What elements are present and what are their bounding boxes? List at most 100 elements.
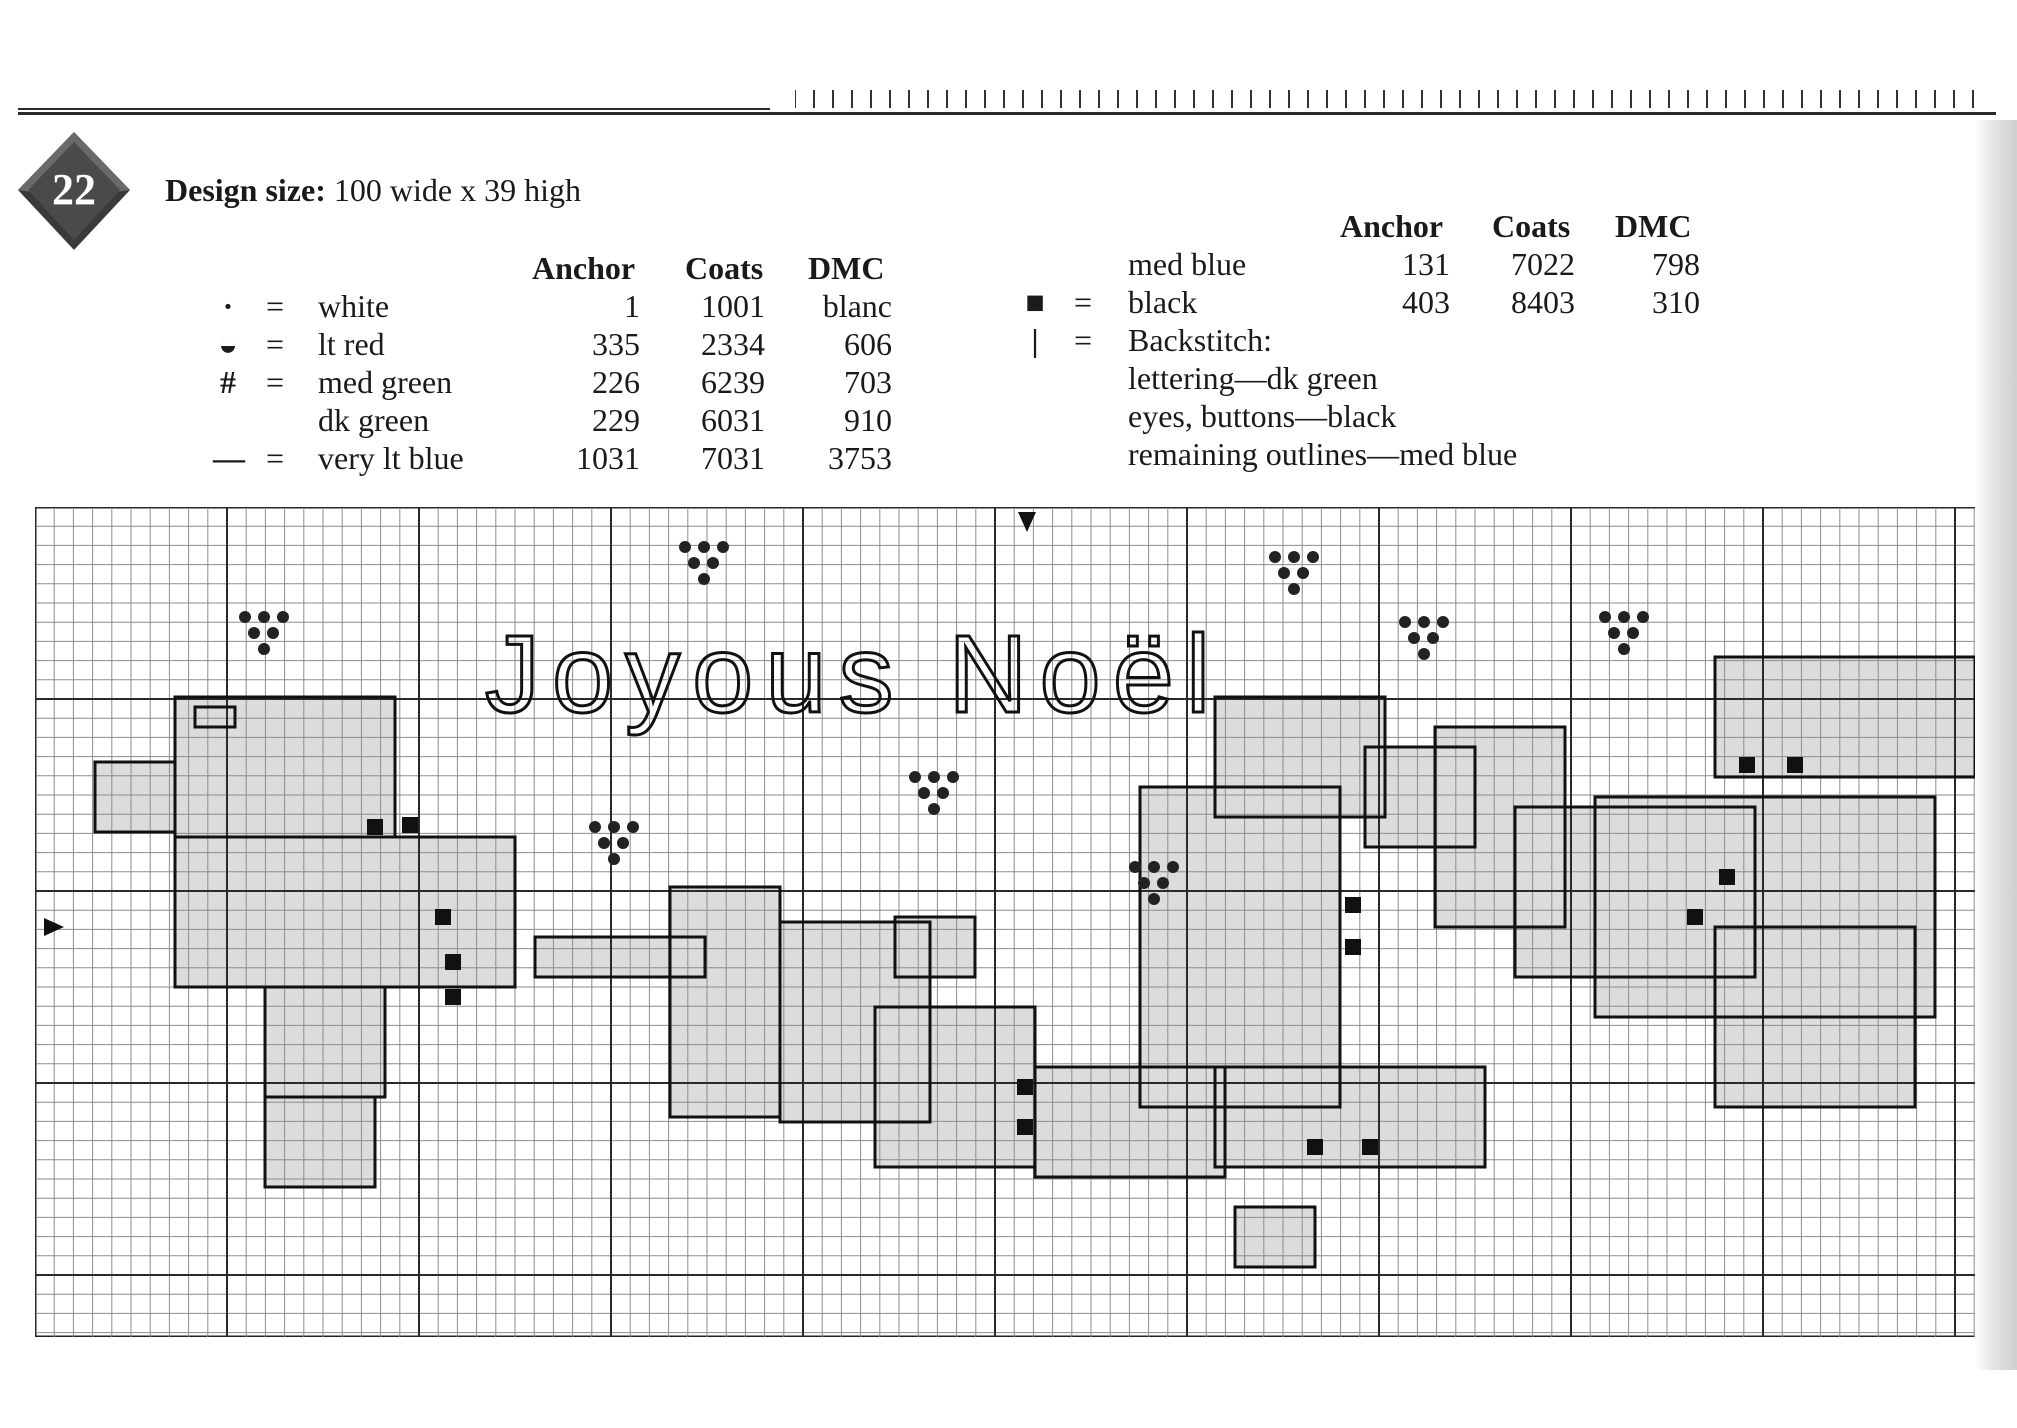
heart-stitch	[277, 611, 289, 623]
heart-stitch	[1618, 643, 1630, 655]
heart-stitch	[617, 837, 629, 849]
legend-anchor-number: 1031	[576, 440, 640, 476]
legend-dmc-number: 606	[844, 326, 892, 362]
heart-stitch	[1637, 611, 1649, 623]
legend-equals: =	[266, 326, 285, 362]
heart-stitch	[1148, 893, 1160, 905]
badge-number: 22	[52, 165, 96, 214]
motif-outline	[1233, 1205, 1317, 1269]
motif-fill	[265, 1097, 375, 1187]
heart-stitch	[239, 611, 251, 623]
heart-stitch	[608, 821, 620, 833]
black-stitch	[445, 989, 461, 1005]
motif-outline	[1138, 785, 1342, 1109]
center-marker-left-icon	[44, 918, 64, 936]
pattern-number-badge: 22	[18, 132, 130, 250]
header-coats-right: Coats	[1492, 208, 1571, 244]
legend-anchor-number: 1	[624, 288, 640, 324]
cross-stitch-chart: Joyous Noël	[35, 507, 1985, 1337]
motif-outline	[193, 705, 237, 729]
lettering-backstitch: Joyous Noël	[485, 613, 1222, 736]
legend-dmc-number: 798	[1652, 246, 1700, 282]
legend-anchor-number: 335	[592, 326, 640, 362]
heart-stitch	[1618, 611, 1630, 623]
legend-symbol: —	[213, 440, 245, 476]
header-anchor-right: Anchor	[1340, 208, 1444, 244]
legend-dmc-number: 310	[1652, 284, 1700, 320]
black-stitch	[367, 819, 383, 835]
motif-outline	[1363, 745, 1477, 849]
legend-dmc-number: 703	[844, 364, 892, 400]
motif-outline	[533, 935, 707, 979]
header-anchor: Anchor	[532, 250, 636, 286]
black-stitch	[1787, 757, 1803, 773]
heart-stitch	[698, 573, 710, 585]
legend-coats-number: 6239	[701, 364, 765, 400]
legend-symbol: ■	[1025, 284, 1045, 320]
motif-outline	[263, 1095, 377, 1189]
legend-dmc-number: 3753	[828, 440, 892, 476]
heart-stitch	[1599, 611, 1611, 623]
motif-outline	[1513, 805, 1757, 979]
legend-anchor-number: 226	[592, 364, 640, 400]
legend-color-name: white	[318, 288, 390, 324]
black-stitch	[445, 954, 461, 970]
motif-outline	[1033, 1065, 1227, 1179]
motif-outline	[1433, 725, 1567, 929]
design-size-value: 100 wide x 39 high	[333, 172, 581, 208]
heart-stitch	[679, 541, 691, 553]
motif-fill	[1140, 787, 1340, 1107]
legend-coats-number: 2334	[701, 326, 765, 362]
header-rule-left	[18, 108, 770, 110]
black-stitch	[1719, 869, 1735, 885]
design-size: Design size: 100 wide x 39 high	[165, 172, 581, 209]
legend-coats-number: 7031	[701, 440, 765, 476]
heart-stitch	[1427, 632, 1439, 644]
heart-stitch	[909, 771, 921, 783]
heart-stitch	[258, 643, 270, 655]
backstitch-instruction: remaining outlines—med blue	[1128, 436, 1518, 472]
black-stitch	[1017, 1119, 1033, 1135]
legend-coats-number: 1001	[701, 288, 765, 324]
heart-stitch	[627, 821, 639, 833]
black-stitch	[1345, 939, 1361, 955]
heart-stitch	[1307, 551, 1319, 563]
heart-stitch	[1418, 616, 1430, 628]
header-dmc-right: DMC	[1615, 208, 1692, 244]
heart-stitch	[928, 771, 940, 783]
legend-symbol: ·	[222, 288, 234, 324]
black-stitch	[402, 817, 418, 833]
legend-coats-number: 7022	[1511, 246, 1575, 282]
design-size-label: Design size:	[165, 172, 326, 208]
motif-fill	[95, 762, 175, 832]
heart-stitch	[598, 837, 610, 849]
motif-outline	[1213, 695, 1387, 819]
heart-stitch	[608, 853, 620, 865]
legend-symbol: ◒	[218, 326, 238, 362]
legend-color-name: dk green	[318, 402, 430, 438]
legend-equals: =	[266, 288, 285, 324]
legend-anchor-number: 229	[592, 402, 640, 438]
motif-fill	[670, 887, 780, 1117]
motif-outline	[1713, 925, 1917, 1109]
heart-stitch	[1408, 632, 1420, 644]
heart-stitch	[1297, 567, 1309, 579]
legend-color-name: lt red	[318, 326, 385, 362]
heart-stitch	[1129, 861, 1141, 873]
black-stitch	[1017, 1079, 1033, 1095]
legend-color-name: Backstitch:	[1128, 322, 1272, 358]
heart-stitch	[1437, 616, 1449, 628]
legend-coats-number: 6031	[701, 402, 765, 438]
legend-equals: =	[1074, 322, 1093, 358]
heart-stitch	[1269, 551, 1281, 563]
heart-stitch	[258, 611, 270, 623]
center-marker-top-icon	[1018, 512, 1036, 532]
heart-stitch	[688, 557, 700, 569]
heart-stitch	[1278, 567, 1290, 579]
legend-symbol: |	[1031, 322, 1039, 358]
heart-stitch	[1288, 551, 1300, 563]
legend-dmc-number: blanc	[822, 288, 892, 324]
legend-color-name: very lt blue	[318, 440, 464, 476]
motif-outline	[893, 915, 977, 979]
motif-outline	[778, 920, 932, 1124]
